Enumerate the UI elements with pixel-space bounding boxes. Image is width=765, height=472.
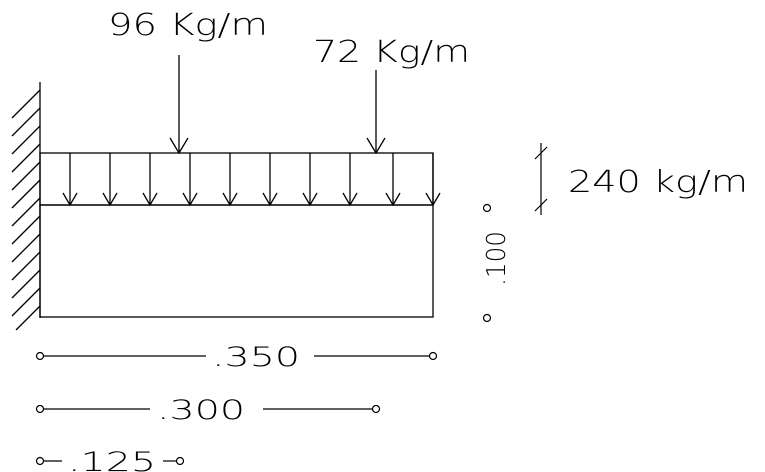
distributed-load-dimension	[534, 143, 548, 215]
point-load-2-label: 72 Kg/m	[313, 35, 470, 70]
distributed-load-arrow	[182, 153, 198, 207]
distributed-load-arrow	[262, 153, 278, 207]
beam-body	[39, 204, 434, 318]
distributed-load-band	[39, 152, 441, 207]
length-125-dimension	[35, 456, 185, 466]
distributed-load-label: 240 kg/m	[568, 165, 748, 200]
distributed-load-arrow	[142, 153, 158, 207]
point-load-arrow-2	[366, 70, 386, 155]
point-load-arrow-1	[169, 55, 189, 155]
distributed-load-arrow	[222, 153, 238, 207]
length-350-dimension	[35, 351, 438, 361]
distributed-load-arrow	[102, 153, 118, 207]
length-125-label: .125	[68, 447, 156, 472]
fixed-support-wall	[11, 82, 41, 331]
point-load-1-label: 96 Kg/m	[108, 8, 268, 43]
distributed-load-arrow	[62, 153, 78, 207]
distributed-load-arrow	[302, 153, 318, 207]
height-label: .100	[482, 231, 512, 286]
distributed-load-arrow	[385, 153, 401, 207]
height-dimension	[482, 203, 492, 323]
length-300-label: .300	[157, 395, 245, 426]
length-300-dimension	[35, 404, 381, 414]
length-350-label: .350	[212, 342, 300, 373]
distributed-load-arrow	[425, 153, 441, 207]
distributed-load-arrow	[342, 153, 358, 207]
